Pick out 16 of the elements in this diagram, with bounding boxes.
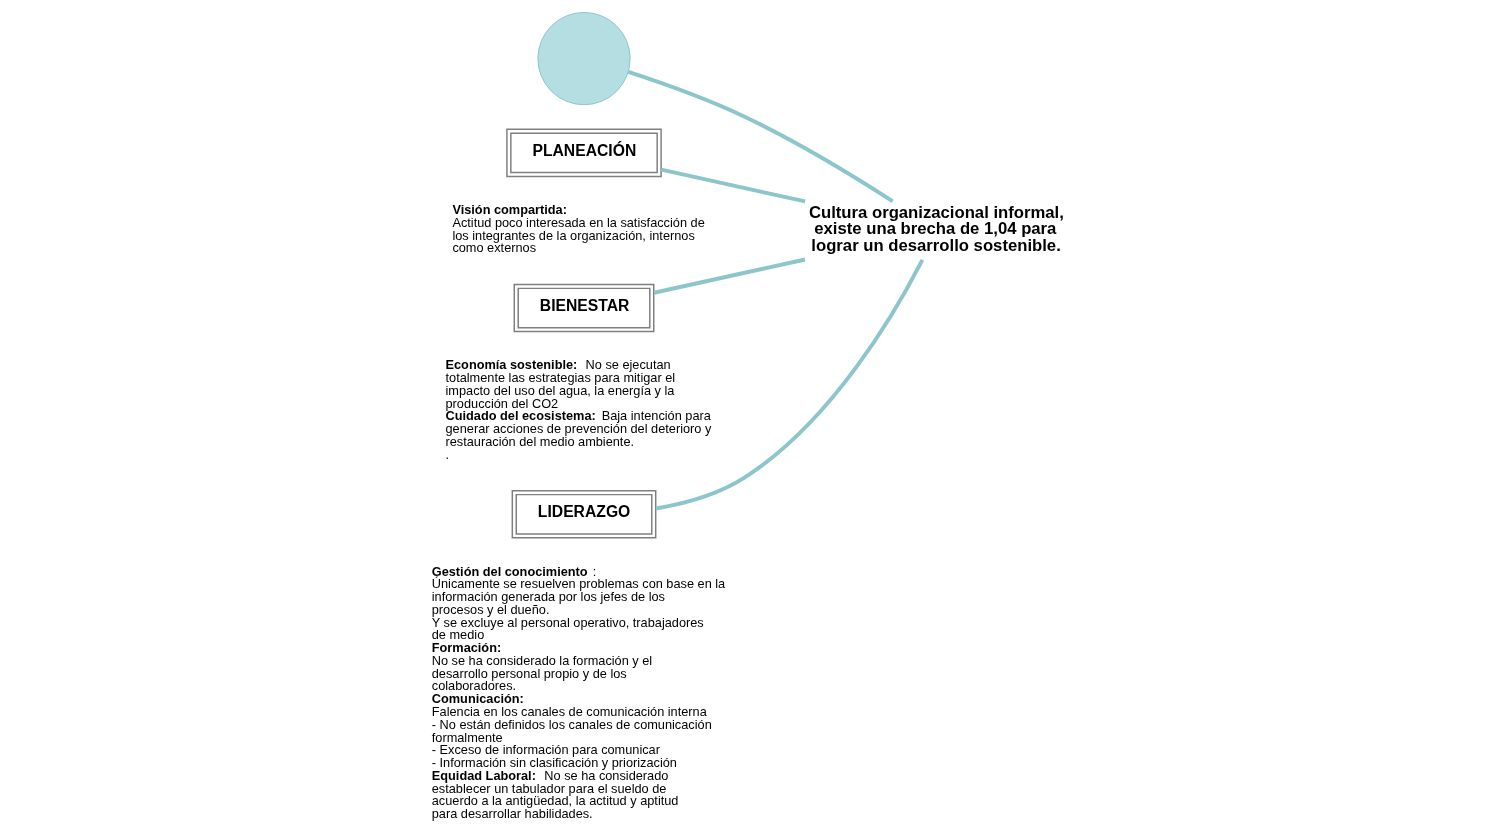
node-label: Gestión del conocimiento: xyxy=(431,563,597,579)
node-label: - Exceso de información para comunicar xyxy=(431,742,660,758)
node-box: BIENESTAR xyxy=(513,283,655,333)
node-label: Economía sostenible: No se ejecutan totalmente las estrategias para mitigar el impacto del uso del agua, la energía y la producción del CO2 xyxy=(445,357,676,411)
node-label: . xyxy=(445,446,450,462)
connector xyxy=(653,257,806,295)
connector xyxy=(660,167,806,204)
node-box: LIDERAZGO xyxy=(511,489,657,539)
node-label: - No están definidos los canales de comunicación formalmente xyxy=(431,716,712,745)
node-crescent xyxy=(537,11,631,106)
connector xyxy=(655,258,925,511)
node-label: Visión compartida: xyxy=(452,202,567,218)
connector xyxy=(627,70,894,203)
node-box: PLANEACIÓN xyxy=(506,128,662,178)
node-label: Únicamente se resuelven problemas con base en la información generada por los jefes de los procesos y el dueño. xyxy=(431,576,726,617)
node-text: Cultura organizacional informal, existe una brecha de 1,04 para lograr un desarrollo sostenible. xyxy=(808,202,1064,256)
